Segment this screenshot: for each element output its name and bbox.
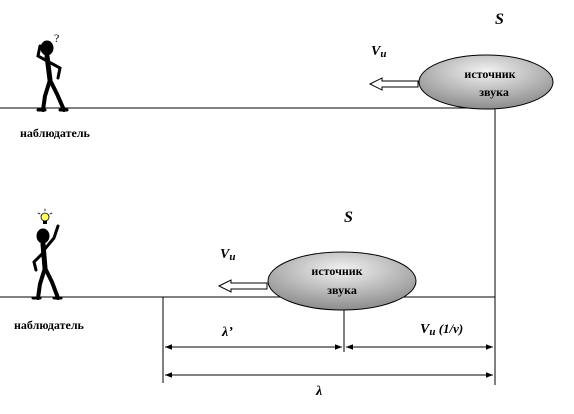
top-sound-source xyxy=(418,54,554,110)
bottom-source-symbol: S xyxy=(344,209,353,226)
top-source-label-line1: источник xyxy=(464,67,515,81)
top-velocity-label: Vu xyxy=(371,44,386,60)
bottom-source-label-line1: источник xyxy=(311,264,362,278)
top-velocity-arrow xyxy=(368,77,419,91)
lightbulb-icon xyxy=(37,208,53,224)
lambda-label: λ xyxy=(315,384,322,399)
top-source-label-line2: звука xyxy=(479,85,509,99)
lambda-prime-label: λ’ xyxy=(221,325,233,340)
bottom-velocity-arrow xyxy=(217,279,268,293)
top-observer-label: наблюдатель xyxy=(20,126,91,140)
bottom-sound-source xyxy=(267,251,417,311)
shift-label: Vu (1/ν) xyxy=(420,321,463,338)
top-source-symbol: S xyxy=(495,11,504,28)
top-observer-question-mark: ? xyxy=(54,31,59,45)
bottom-observer-figure xyxy=(31,208,63,300)
bottom-observer-label: наблюдатель xyxy=(14,318,85,332)
top-observer-figure: ? xyxy=(36,31,69,112)
bottom-source-label-line2: звука xyxy=(327,283,357,297)
bottom-velocity-label: Vu xyxy=(220,247,235,263)
